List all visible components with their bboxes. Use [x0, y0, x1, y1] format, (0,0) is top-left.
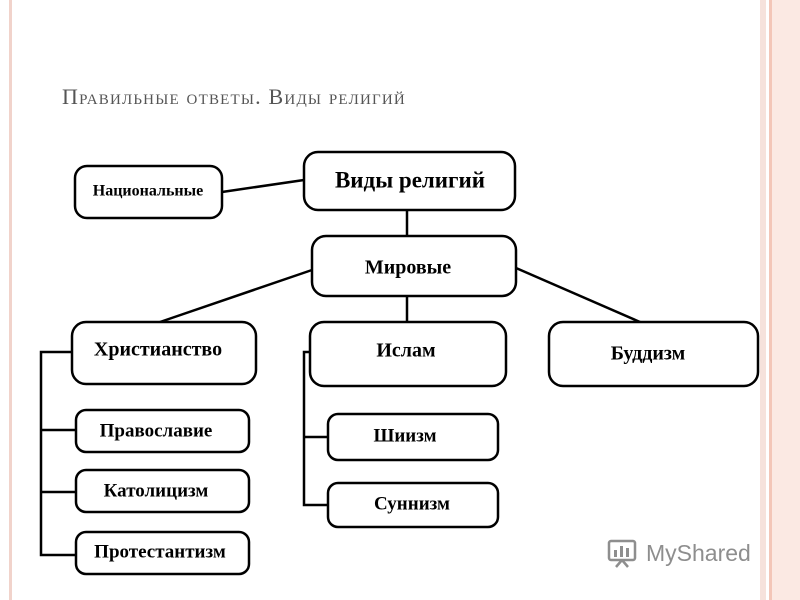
bracket-christianity: [39, 350, 76, 557]
node-orthodoxy-label: Православие: [100, 420, 213, 441]
slide-frame-left: [9, 0, 12, 600]
node-orthodoxy: Православие: [74, 408, 251, 454]
watermark: MyShared: [606, 536, 751, 570]
node-shiism: Шиизм: [326, 412, 500, 462]
node-sunnism: Суннизм: [326, 481, 500, 529]
node-shiism-label: Шиизм: [373, 425, 436, 446]
node-buddhism: Буддизм: [547, 320, 760, 388]
myshared-logo-icon: [607, 539, 637, 568]
node-national-label: Национальные: [93, 183, 204, 200]
node-catholicism: Католицизм: [74, 468, 251, 514]
node-christianity: Христианство: [70, 320, 258, 386]
slide-title: Правильные ответы. Виды религий: [62, 84, 406, 109]
node-root-label: Виды религий: [335, 167, 485, 192]
node-islam-label: Ислам: [376, 340, 435, 362]
node-world-label: Мировые: [365, 257, 451, 279]
node-world: Мировые: [310, 234, 518, 298]
node-sunnism-label: Суннизм: [374, 493, 450, 514]
node-buddhism-label: Буддизм: [611, 343, 686, 365]
connector-world-buddhism: [515, 266, 641, 324]
connector-world-christianity: [159, 268, 313, 324]
slide-frame-right: [760, 0, 800, 600]
node-national: Национальные: [73, 164, 224, 220]
node-islam: Ислам: [308, 320, 508, 388]
node-protestantism-label: Протестантизм: [94, 541, 226, 562]
bracket-islam: [302, 350, 328, 507]
node-christianity-label: Христианство: [94, 339, 222, 361]
node-root: Виды религий: [302, 150, 517, 212]
node-protestantism: Протестантизм: [74, 530, 251, 576]
watermark-text: MyShared: [646, 539, 751, 566]
node-catholicism-label: Католицизм: [104, 480, 209, 501]
connector-root-national: [221, 178, 305, 194]
